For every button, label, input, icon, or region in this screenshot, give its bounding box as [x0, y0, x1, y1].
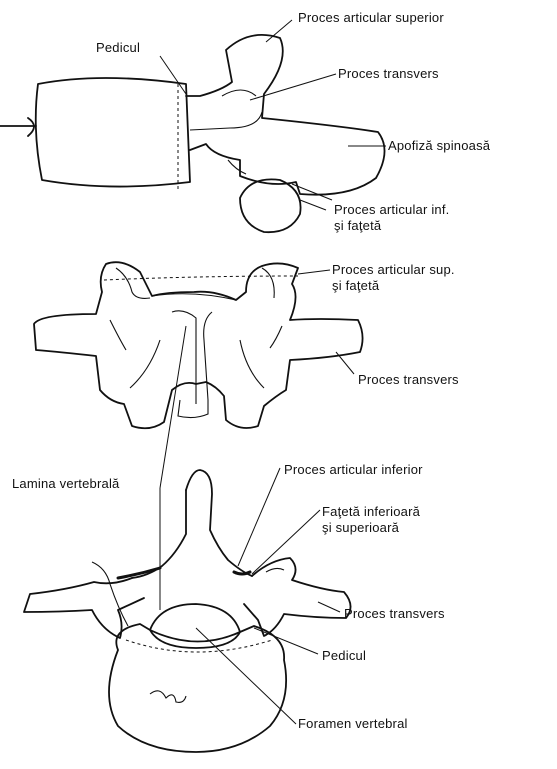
label-proces-articular-sup: Proces articular sup.: [332, 262, 455, 277]
label-proces-transvers-bottom: Proces transvers: [344, 606, 445, 621]
label-fateta-line2: şi superioară: [322, 520, 399, 535]
label-proces-articular-inf-line2: şi faţetă: [334, 218, 381, 233]
label-proces-articular-inferior: Proces articular inferior: [284, 462, 423, 477]
lateral-view-drawing: [0, 35, 385, 232]
label-fateta: Faţetă inferioară: [322, 504, 420, 519]
label-apofiza-spinoasa: Apofiză spinoasă: [388, 138, 490, 153]
label-proces-articular-superior: Proces articular superior: [298, 10, 444, 25]
label-foramen-vertebral: Foramen vertebral: [298, 716, 408, 731]
label-lamina-vertebrala: Lamina vertebrală: [12, 476, 119, 491]
label-proces-transvers-top: Proces transvers: [338, 66, 439, 81]
vertebral-body-axial: [109, 624, 286, 752]
axial-view-drawing: [24, 470, 351, 752]
label-proces-articular-sup-line2: şi faţetă: [332, 278, 379, 293]
posterior-view-drawing: [34, 262, 363, 428]
vertebral-body-lateral: [36, 78, 190, 187]
label-proces-transvers-middle: Proces transvers: [358, 372, 459, 387]
label-pedicul-top: Pedicul: [96, 40, 140, 55]
inferior-facet-lateral: [240, 179, 301, 232]
label-pedicul-bottom: Pedicul: [322, 648, 366, 663]
label-proces-articular-inf: Proces articular inf.: [334, 202, 449, 217]
